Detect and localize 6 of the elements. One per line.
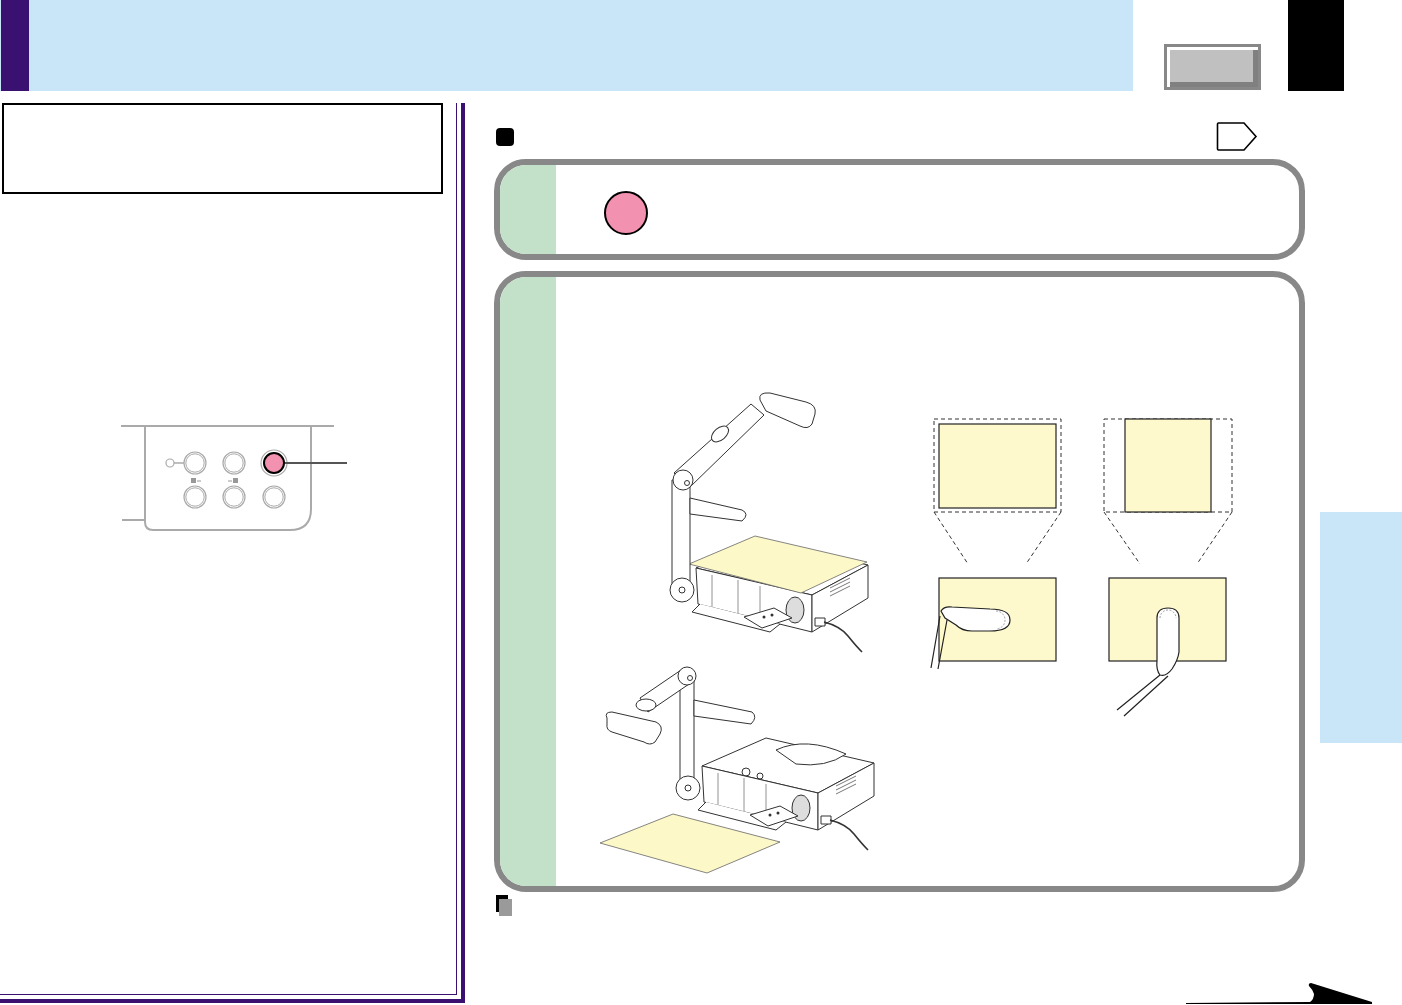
leader-line bbox=[285, 461, 347, 465]
step-panel bbox=[494, 159, 1305, 260]
side-tab bbox=[1320, 512, 1402, 743]
button-icon bbox=[604, 191, 648, 235]
tab-marker bbox=[1288, 0, 1344, 91]
note-box bbox=[2, 103, 443, 194]
